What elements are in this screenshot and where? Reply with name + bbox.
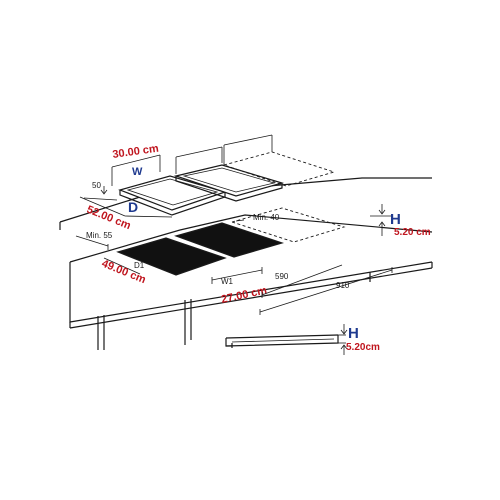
height-marker-top bbox=[370, 204, 392, 236]
side-profile bbox=[225, 334, 346, 348]
cooktop-flush-1 bbox=[116, 237, 227, 276]
height-letter-top: H bbox=[390, 211, 401, 228]
dim-910-label: 910 bbox=[336, 281, 350, 290]
hob-raised-1 bbox=[118, 175, 227, 216]
height-value-top: 5.20 cm bbox=[394, 227, 431, 238]
depth-letter-label: D bbox=[128, 199, 138, 215]
cutout-width-bracket bbox=[211, 267, 263, 284]
height-value-side: 5.20cm bbox=[346, 342, 380, 353]
width-value-label: 30.00 cm bbox=[112, 143, 160, 161]
lower-countertop bbox=[69, 214, 433, 350]
depth-bracket-hob-1 bbox=[79, 196, 173, 218]
width-bracket-hob-2 bbox=[175, 146, 223, 174]
dim-910-line bbox=[259, 267, 393, 315]
min-gap-side-label: Min. 40 bbox=[253, 213, 280, 222]
dim-590-label: 590 bbox=[275, 272, 289, 281]
height-marker-side bbox=[340, 324, 348, 355]
min-gap-front-label: Min. 55 bbox=[86, 231, 113, 240]
dim-590-line bbox=[261, 264, 343, 298]
width-bracket-hob-1 bbox=[111, 154, 161, 186]
cutout-depth-bracket bbox=[103, 257, 141, 275]
hob-raised-2 bbox=[173, 164, 285, 202]
cutout-dashed-outline bbox=[230, 207, 346, 243]
min-gap-side-arrow bbox=[235, 219, 245, 222]
cutout-width-letter: W1 bbox=[221, 277, 234, 286]
thickness-label: 50 bbox=[92, 181, 101, 190]
height-letter-side: H bbox=[348, 325, 359, 342]
min-gap-front-arrow bbox=[75, 235, 109, 250]
cutout-width-value: 27.00 cm bbox=[220, 284, 268, 305]
cooktop-flush-2 bbox=[174, 222, 285, 258]
depth-value-label: 52.00 cm bbox=[85, 204, 133, 233]
hob-dashed-outline bbox=[222, 134, 336, 187]
width-letter-label: W bbox=[132, 166, 143, 178]
thickness-mark bbox=[100, 186, 108, 195]
cutout-depth-letter: D1 bbox=[134, 261, 145, 270]
